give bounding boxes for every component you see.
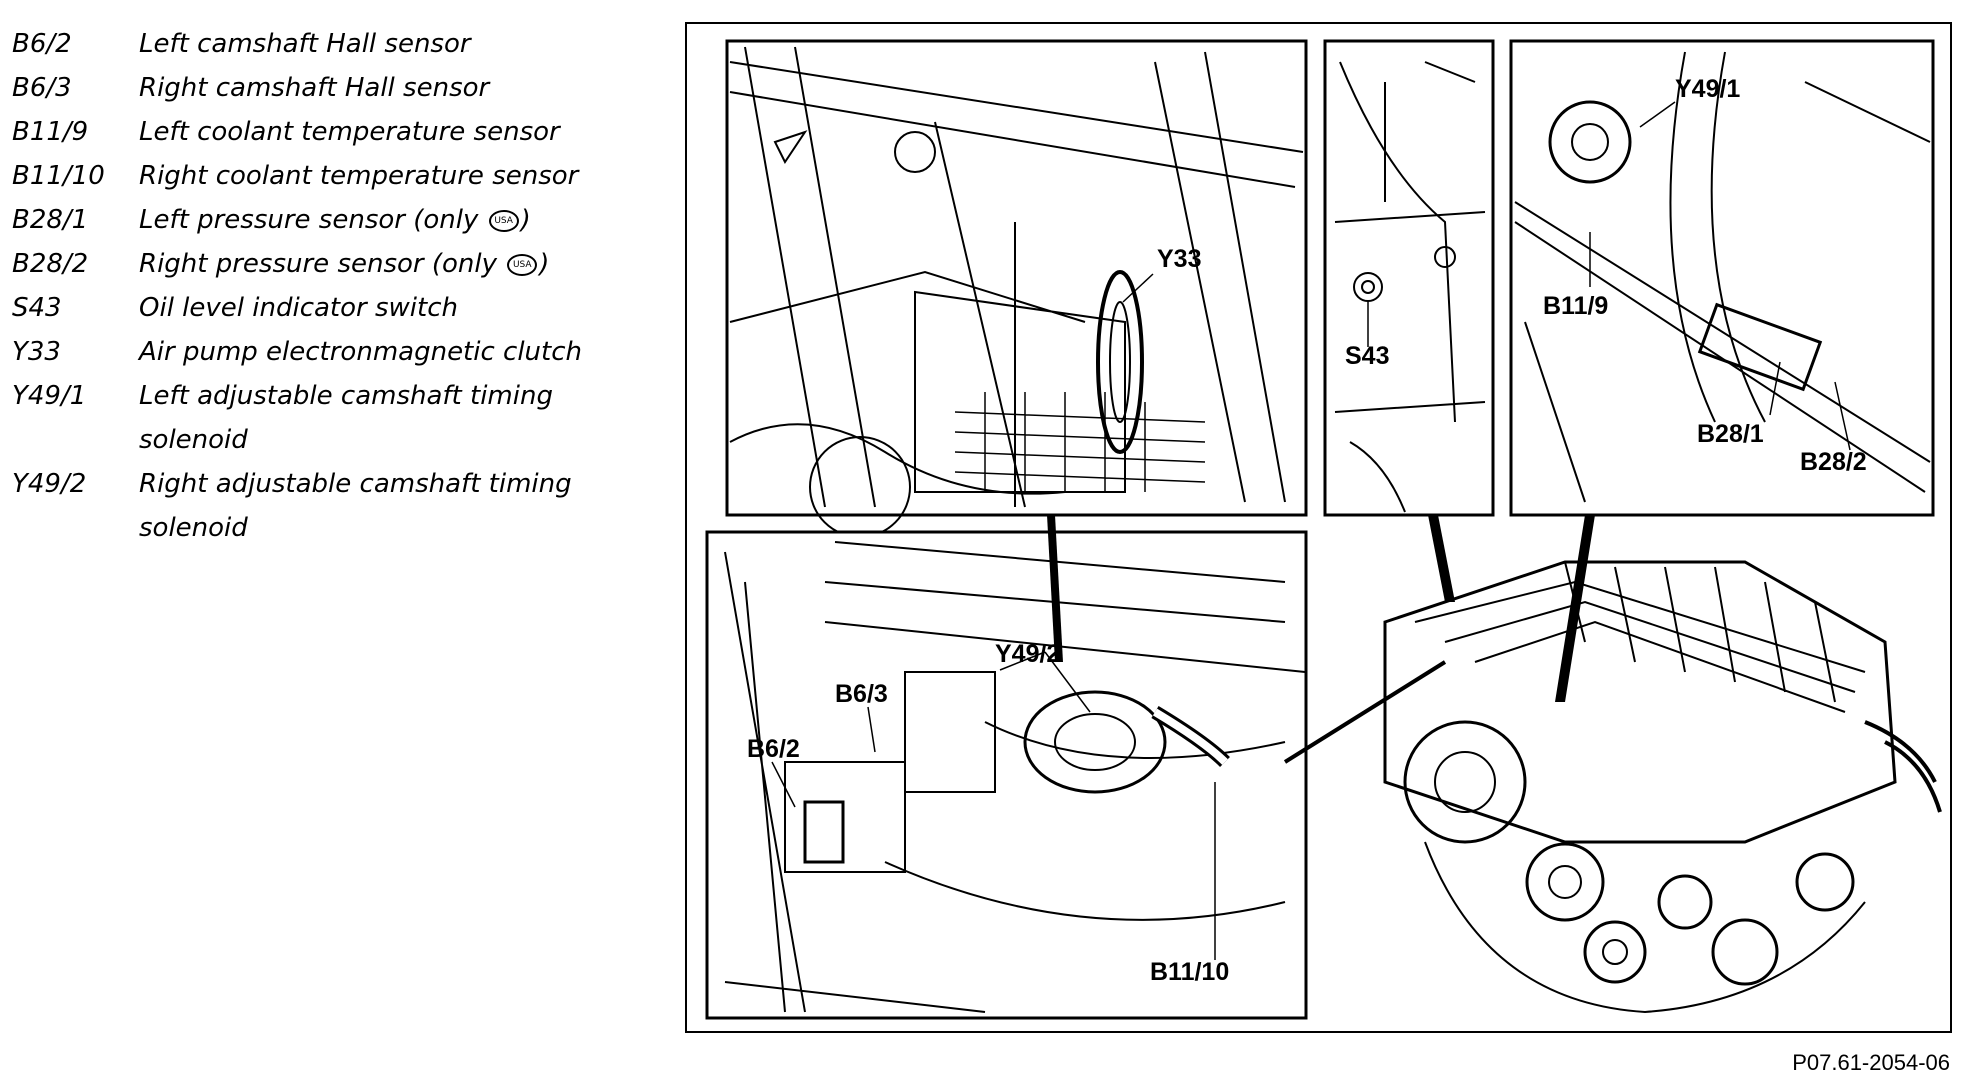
legend-desc: Left pressure sensor (only USA) (139, 198, 652, 242)
callout-b11-9: B11/9 (1543, 292, 1608, 320)
callout-y33: Y33 (1157, 245, 1201, 273)
legend-code: Y49/1 (12, 381, 87, 411)
legend-code: B6/2 (12, 29, 72, 59)
legend-text: Right pressure sensor (only (139, 249, 498, 279)
legend-text: Right coolant temperature sensor (139, 161, 579, 191)
inset-s43: S43 (1323, 39, 1495, 517)
legend-code: S43 (12, 293, 62, 323)
callout-b11-10: B11/10 (1150, 958, 1229, 986)
diagram-svg: Y33 S43 Y49/1 B11/9 B28/1 B28/2 (685, 22, 1952, 1033)
legend-item-y49-2: Y49/2 Right adjustable camshaft timing s… (12, 462, 652, 550)
legend-code: B28/2 (12, 249, 89, 279)
legend-text: Right adjustable camshaft timing solenoi… (139, 469, 572, 543)
callout-b6-3: B6/3 (835, 680, 888, 708)
figure-reference: P07.61-2054-06 (1792, 1050, 1950, 1075)
callout-s43: S43 (1345, 342, 1389, 370)
callout-b28-1: B28/1 (1697, 420, 1764, 448)
engine-block-drawing (1047, 515, 1942, 1014)
legend: B6/2 Left camshaft Hall sensor B6/3 Righ… (12, 22, 652, 550)
legend-code: B6/3 (12, 73, 72, 103)
legend-code: B11/10 (12, 161, 105, 191)
callout-y49-2: Y49/2 (995, 640, 1060, 668)
legend-item-b11-9: B11/9 Left coolant temperature sensor (12, 110, 652, 154)
legend-item-b6-3: B6/3 Right camshaft Hall sensor (12, 66, 652, 110)
legend-text: Left coolant temperature sensor (139, 117, 560, 147)
legend-item-b28-2: B28/2 Right pressure sensor (only USA) (12, 242, 652, 286)
legend-suffix: ) (520, 205, 531, 235)
legend-suffix: ) (539, 249, 550, 279)
legend-text: Oil level indicator switch (139, 293, 458, 323)
callout-b6-2: B6/2 (747, 735, 800, 763)
legend-item-s43: S43 Oil level indicator switch (12, 286, 652, 330)
callout-y49-1: Y49/1 (1675, 75, 1740, 103)
legend-code: B11/9 (12, 117, 89, 147)
legend-text: Air pump electronmagnetic clutch (139, 337, 583, 367)
legend-text: Left camshaft Hall sensor (139, 29, 471, 59)
engine-diagram: Y33 S43 Y49/1 B11/9 B28/1 B28/2 (685, 22, 1952, 1033)
legend-item-b6-2: B6/2 Left camshaft Hall sensor (12, 22, 652, 66)
legend-text: Left pressure sensor (only (139, 205, 479, 235)
usa-badge-icon: USA (488, 209, 519, 232)
usa-badge-icon: USA (507, 253, 538, 276)
legend-text: Right camshaft Hall sensor (139, 73, 490, 103)
callout-b28-2: B28/2 (1800, 448, 1867, 476)
legend-item-b28-1: B28/1 Left pressure sensor (only USA) (12, 198, 652, 242)
inset-y49-1: Y49/1 B11/9 B28/1 B28/2 (1509, 39, 1935, 517)
legend-item-b11-10: B11/10 Right coolant temperature sensor (12, 154, 652, 198)
legend-item-y33: Y33 Air pump electronmagnetic clutch (12, 330, 652, 374)
inset-y49-2: Y49/2 B6/3 B6/2 B11/10 (705, 530, 1308, 1020)
legend-code: Y33 (12, 337, 61, 367)
legend-item-y49-1: Y49/1 Left adjustable camshaft timing so… (12, 374, 652, 462)
legend-code: Y49/2 (12, 469, 87, 499)
legend-code: B28/1 (12, 205, 89, 235)
legend-text: Left adjustable camshaft timing solenoid (139, 381, 553, 455)
legend-desc: Right pressure sensor (only USA) (139, 242, 652, 286)
inset-y33: Y33 (725, 39, 1308, 538)
